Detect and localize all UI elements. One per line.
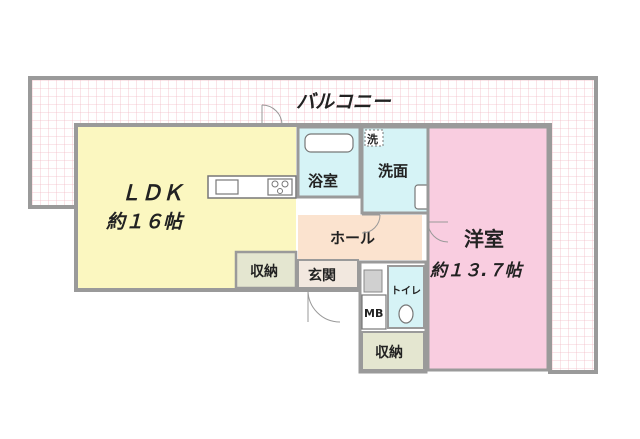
western-size: 約１３.７帖 — [430, 261, 524, 281]
room-meter-box — [361, 294, 387, 330]
storage-bottom-name: 収納 — [375, 344, 403, 361]
western-name: 洋室 — [464, 227, 504, 251]
storage-left-name: 収納 — [250, 263, 278, 280]
laundry-label: 洗 — [367, 132, 378, 146]
hall-name: ホール — [330, 229, 375, 247]
door-balcony — [261, 104, 283, 126]
room-storage-left — [234, 250, 298, 290]
toilet-name: トイレ — [391, 285, 421, 297]
room-entrance — [297, 259, 359, 289]
bathtub-icon — [304, 133, 354, 153]
utility-shaft — [363, 269, 383, 293]
meter-box-label: MB — [364, 307, 383, 320]
entrance-name: 玄関 — [308, 267, 336, 284]
door-washroom — [361, 214, 381, 234]
laundry-pan — [364, 129, 384, 147]
ldk-size: 約１６帖 — [106, 211, 185, 233]
kitchen-counter — [207, 175, 297, 199]
room-hall — [298, 215, 422, 260]
door-western — [427, 221, 449, 243]
room-western — [426, 125, 550, 372]
toilet-icon — [398, 304, 414, 324]
ldk-name: ＬＤＫ — [120, 181, 184, 205]
outer-wall — [74, 123, 552, 292]
washroom-name: 洗面 — [378, 162, 408, 180]
sink-icon — [215, 179, 239, 195]
stove-icon — [267, 178, 293, 196]
room-storage-bottom — [361, 331, 425, 371]
balcony-label: バルコニー — [296, 91, 392, 113]
door-entrance — [307, 289, 341, 323]
bath-name: 浴室 — [308, 172, 338, 190]
